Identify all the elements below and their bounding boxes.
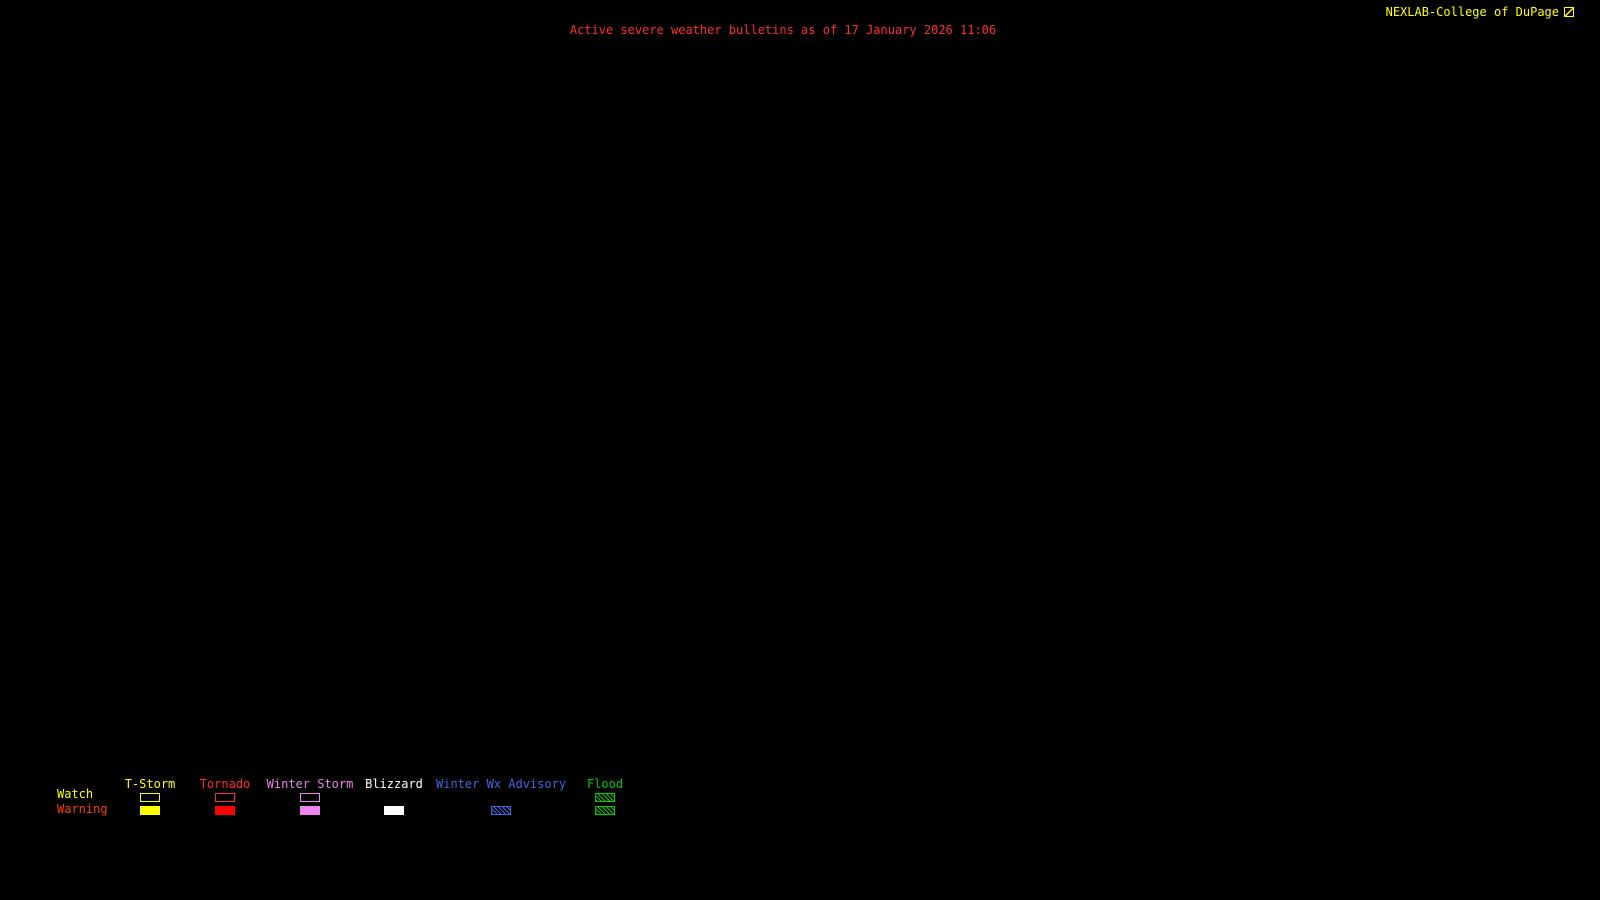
winter-storm-watch-swatch [300, 793, 320, 802]
flood-warning-swatch [595, 806, 615, 815]
tstorm-warning-swatch [140, 806, 160, 815]
tstorm-watch-swatch [140, 793, 160, 802]
legend-row-label-warning: Warning [57, 802, 108, 816]
legend-column-winter-wx-advisory: Winter Wx Advisory [436, 777, 566, 819]
legend-column-winter-storm: Winter Storm [262, 777, 358, 819]
legend-column-blizzard: Blizzard [361, 777, 427, 819]
legend-label-blizzard: Blizzard [365, 777, 423, 791]
legend-label-tornado: Tornado [199, 777, 251, 791]
tornado-warning-swatch [215, 806, 235, 815]
legend-column-flood: Flood [575, 777, 635, 819]
tornado-watch-swatch [215, 793, 235, 802]
page-title: Active severe weather bulletins as of 17… [569, 23, 997, 37]
legend-label-winter-storm: Winter Storm [266, 777, 354, 791]
legend-label-winter-wx-advisory: Winter Wx Advisory [436, 777, 567, 791]
blizzard-warning-swatch [384, 806, 404, 815]
branding: NEXLAB-College of DuPage [1386, 5, 1574, 19]
branding-text: NEXLAB-College of DuPage [1385, 5, 1559, 19]
winter-wx-advisory-warning-swatch [491, 806, 511, 815]
legend-column-tstorm: T-Storm [117, 777, 183, 819]
flood-watch-swatch [595, 793, 615, 802]
legend-row-label-watch: Watch [57, 787, 94, 801]
legend-label-flood: Flood [586, 777, 624, 791]
legend-label-tstorm: T-Storm [124, 777, 176, 791]
legend-column-tornado: Tornado [192, 777, 258, 819]
nexlab-logo-icon [1564, 7, 1574, 17]
winter-storm-warning-swatch [300, 806, 320, 815]
